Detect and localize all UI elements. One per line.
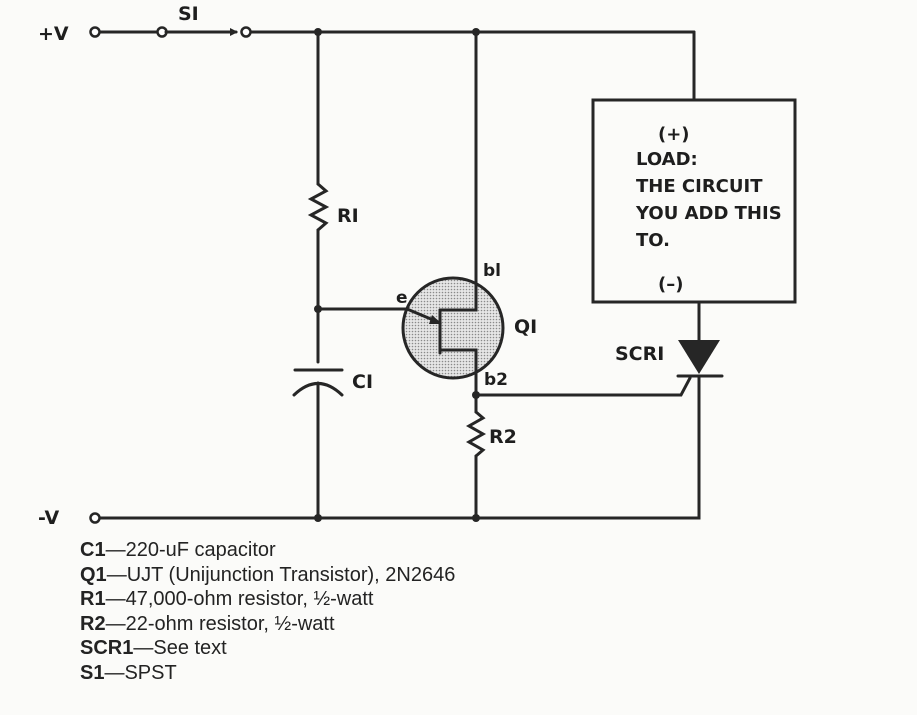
scr-label: SCRI [615,343,664,365]
emitter-label: e [396,288,408,308]
part-ref: R2 [80,612,106,635]
part-desc: —47,000-ohm resistor, ½-watt [105,588,374,610]
positive-terminal [89,26,101,38]
parts-list-item: R2—22-ohm resistor, ½-watt [80,612,455,637]
transistor-q1 [401,30,505,380]
r2-label: R2 [489,426,517,448]
load-line-2: THE CIRCUIT [636,176,763,197]
parts-list-item: SCR1—See text [80,636,455,661]
part-desc: —See text [133,637,227,659]
wire-gate [474,376,692,397]
base2-label: b2 [484,370,508,390]
part-ref: Q1 [80,563,107,586]
base1-label: bl [483,261,501,281]
part-desc: —22-ohm resistor, ½-watt [105,612,335,635]
resistor-r2 [465,410,487,458]
parts-list: C1—220-uF capacitor Q1—UJT (Unijunction … [80,538,455,685]
scr1 [676,340,724,378]
wire-bottom-rail [94,374,701,520]
positive-terminal-label: +V [38,23,69,45]
load-line-1: LOAD: [636,149,698,170]
switch-label: SI [178,3,199,25]
parts-list-item: R1—47,000-ohm resistor, ½-watt [80,587,455,612]
junction-dot [314,514,322,522]
part-ref: R1 [80,588,106,610]
load-minus-label: (–) [658,274,683,295]
parts-list-item: S1—SPST [80,661,455,686]
load-line-4: TO. [636,230,670,251]
part-desc: —SPST [104,661,177,684]
part-ref: C1 [80,539,106,561]
r1-label: RI [337,205,359,227]
part-desc: —UJT (Unijunction Transistor), 2N2646 [106,563,456,586]
load-line-3: YOU ADD THIS [635,203,782,224]
resistor-r1 [307,182,330,232]
parts-list-item: Q1—UJT (Unijunction Transistor), 2N2646 [80,563,455,588]
junction-dot [472,514,480,522]
parts-list-item: C1—220-uF capacitor [80,538,455,563]
part-ref: S1 [80,661,105,684]
q1-label: QI [514,316,537,338]
c1-label: CI [352,371,373,393]
part-desc: —220-uF capacitor [105,539,276,561]
switch-s1 [156,26,252,38]
load-box [591,98,797,304]
part-ref: SCR1 [80,637,134,659]
load-plus-label: (+) [658,124,690,145]
negative-terminal-label: -V [38,507,60,529]
schematic: +V SI RI CI e bl b2 QI R2 [38,3,797,529]
negative-terminal [89,512,101,524]
